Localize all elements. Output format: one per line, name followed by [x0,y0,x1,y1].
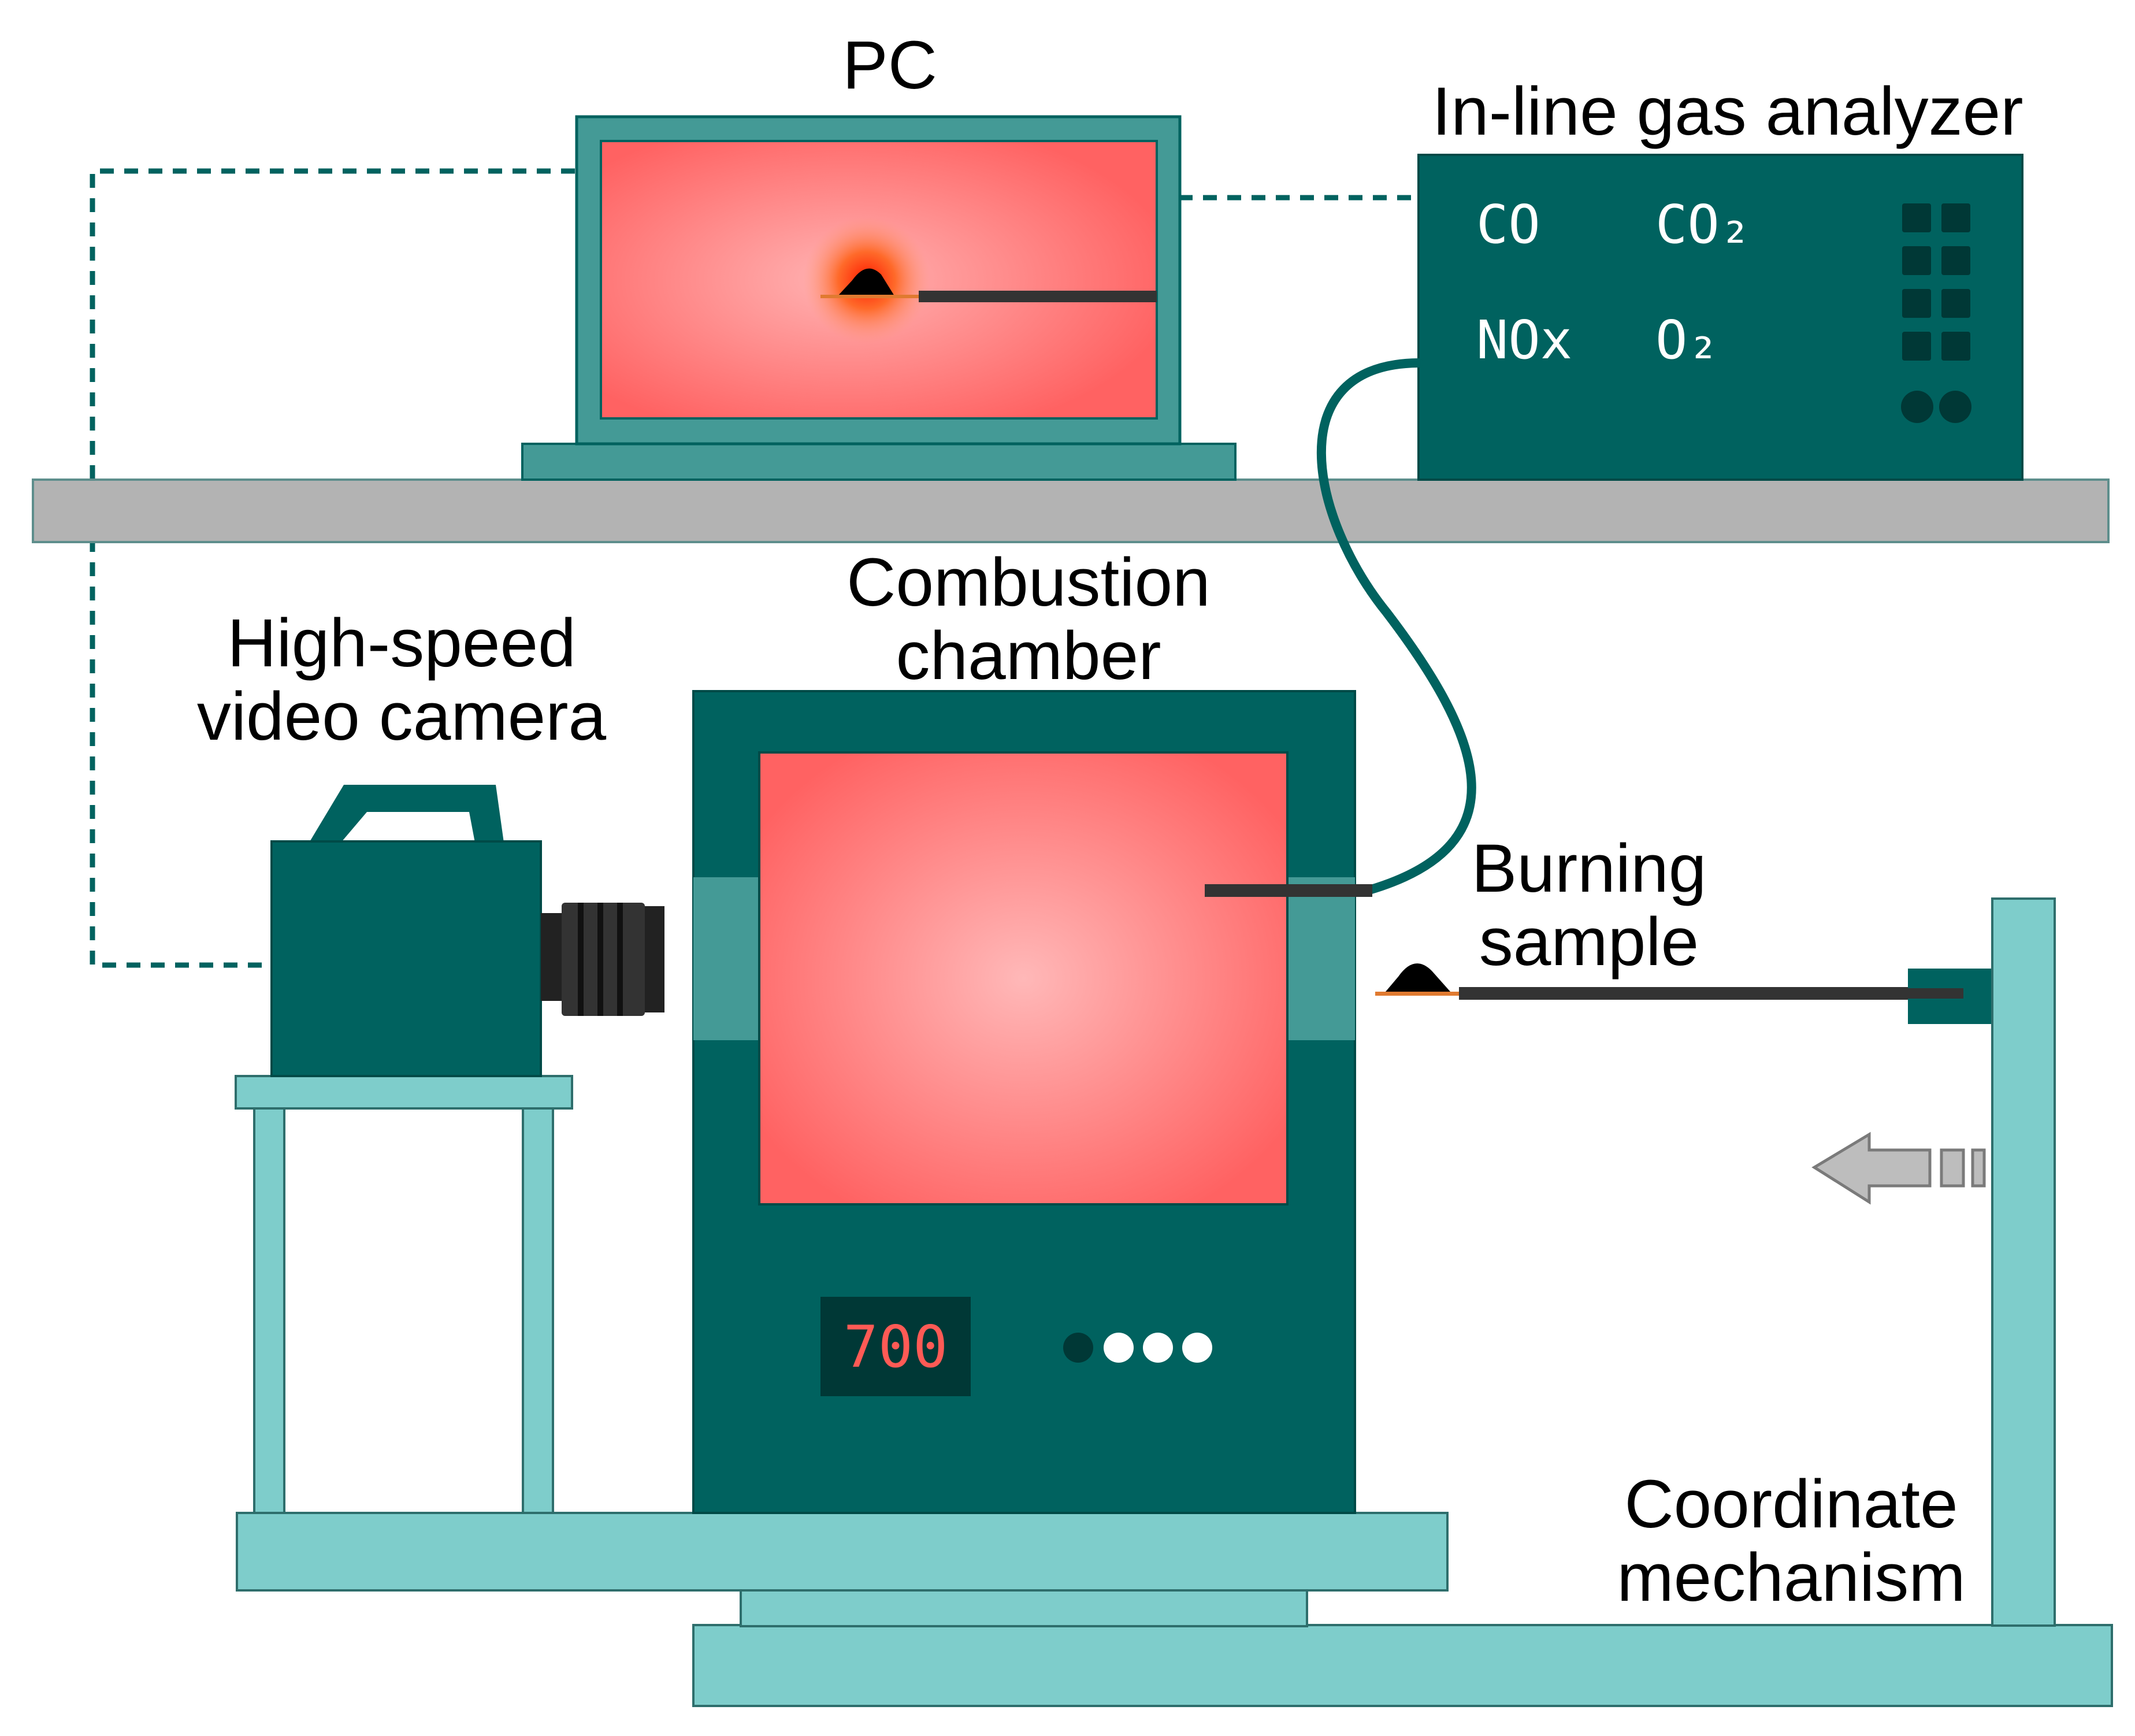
gas-o2-label: O₂ [1655,309,1720,371]
gas-co2-label: CO₂ [1655,194,1752,255]
gas-analyzer [1417,154,2023,481]
data-cable-dotted [90,168,1416,968]
camera-label-line2: video camera [196,678,607,755]
sample-label-line2: sample [1479,904,1699,981]
camera-table-top [235,1075,573,1110]
chamber-window-left [693,877,760,1040]
temperature-readout: 700 [843,1313,948,1381]
chamber-label-line2: chamber [896,618,1161,695]
holder-tip [1375,992,1460,996]
high-speed-camera [270,785,664,1077]
pc-stand [521,443,1237,481]
chamber-window-right [1288,877,1355,1040]
pc-monitor [521,115,1237,481]
gas-nox-label: NOx [1476,309,1573,371]
combustion-chamber [692,690,1372,1514]
sample-holder [1375,963,1993,1024]
camera-lens-base [541,913,565,1001]
chamber-label-line1: Combustion [846,544,1211,621]
screen-sample-icon [838,268,894,296]
mechanism-label-line2: mechanism [1617,1540,1966,1616]
sample-label: Burning sample [1427,832,1751,980]
camera-body [270,840,542,1077]
sample-label-line1: Burning [1471,830,1707,907]
camera-table-leg-left [253,1107,285,1514]
temperature-display [820,1297,971,1396]
camera-table [235,1075,573,1514]
chamber-heating-zone [758,751,1289,1205]
gas-probe [1205,884,1372,897]
chamber-indicator-lights [1063,1333,1212,1363]
mechanism-label: Coordinate mechanism [1572,1466,2011,1616]
gas-sampling-tube [1317,358,1476,895]
camera-lens-front [645,906,664,1012]
camera-label: High-speed video camera [162,605,641,755]
mechanism-base [692,1624,2113,1707]
chamber-label: Combustion chamber [774,546,1283,693]
analyzer-button-grid [1901,203,1971,423]
pc-label: PC [842,27,937,103]
burning-sample-icon [1386,963,1450,992]
movement-arrow [1811,1132,1986,1205]
camera-table-leg-right [522,1107,554,1514]
holder-rod [1459,987,1956,1000]
mechanism-post [1991,897,2056,1627]
camera-label-line1: High-speed [227,605,576,681]
mechanism-label-line1: Coordinate [1624,1466,1958,1542]
gas-co-label: CO [1476,194,1540,255]
chamber-plinth [740,1589,1308,1627]
gas-analyzer-label: In-line gas analyzer [1432,73,2023,150]
camera-handle [309,785,504,843]
shelf [32,478,2110,543]
screen-rod-dark [919,291,1157,302]
table-top [236,1512,1449,1592]
